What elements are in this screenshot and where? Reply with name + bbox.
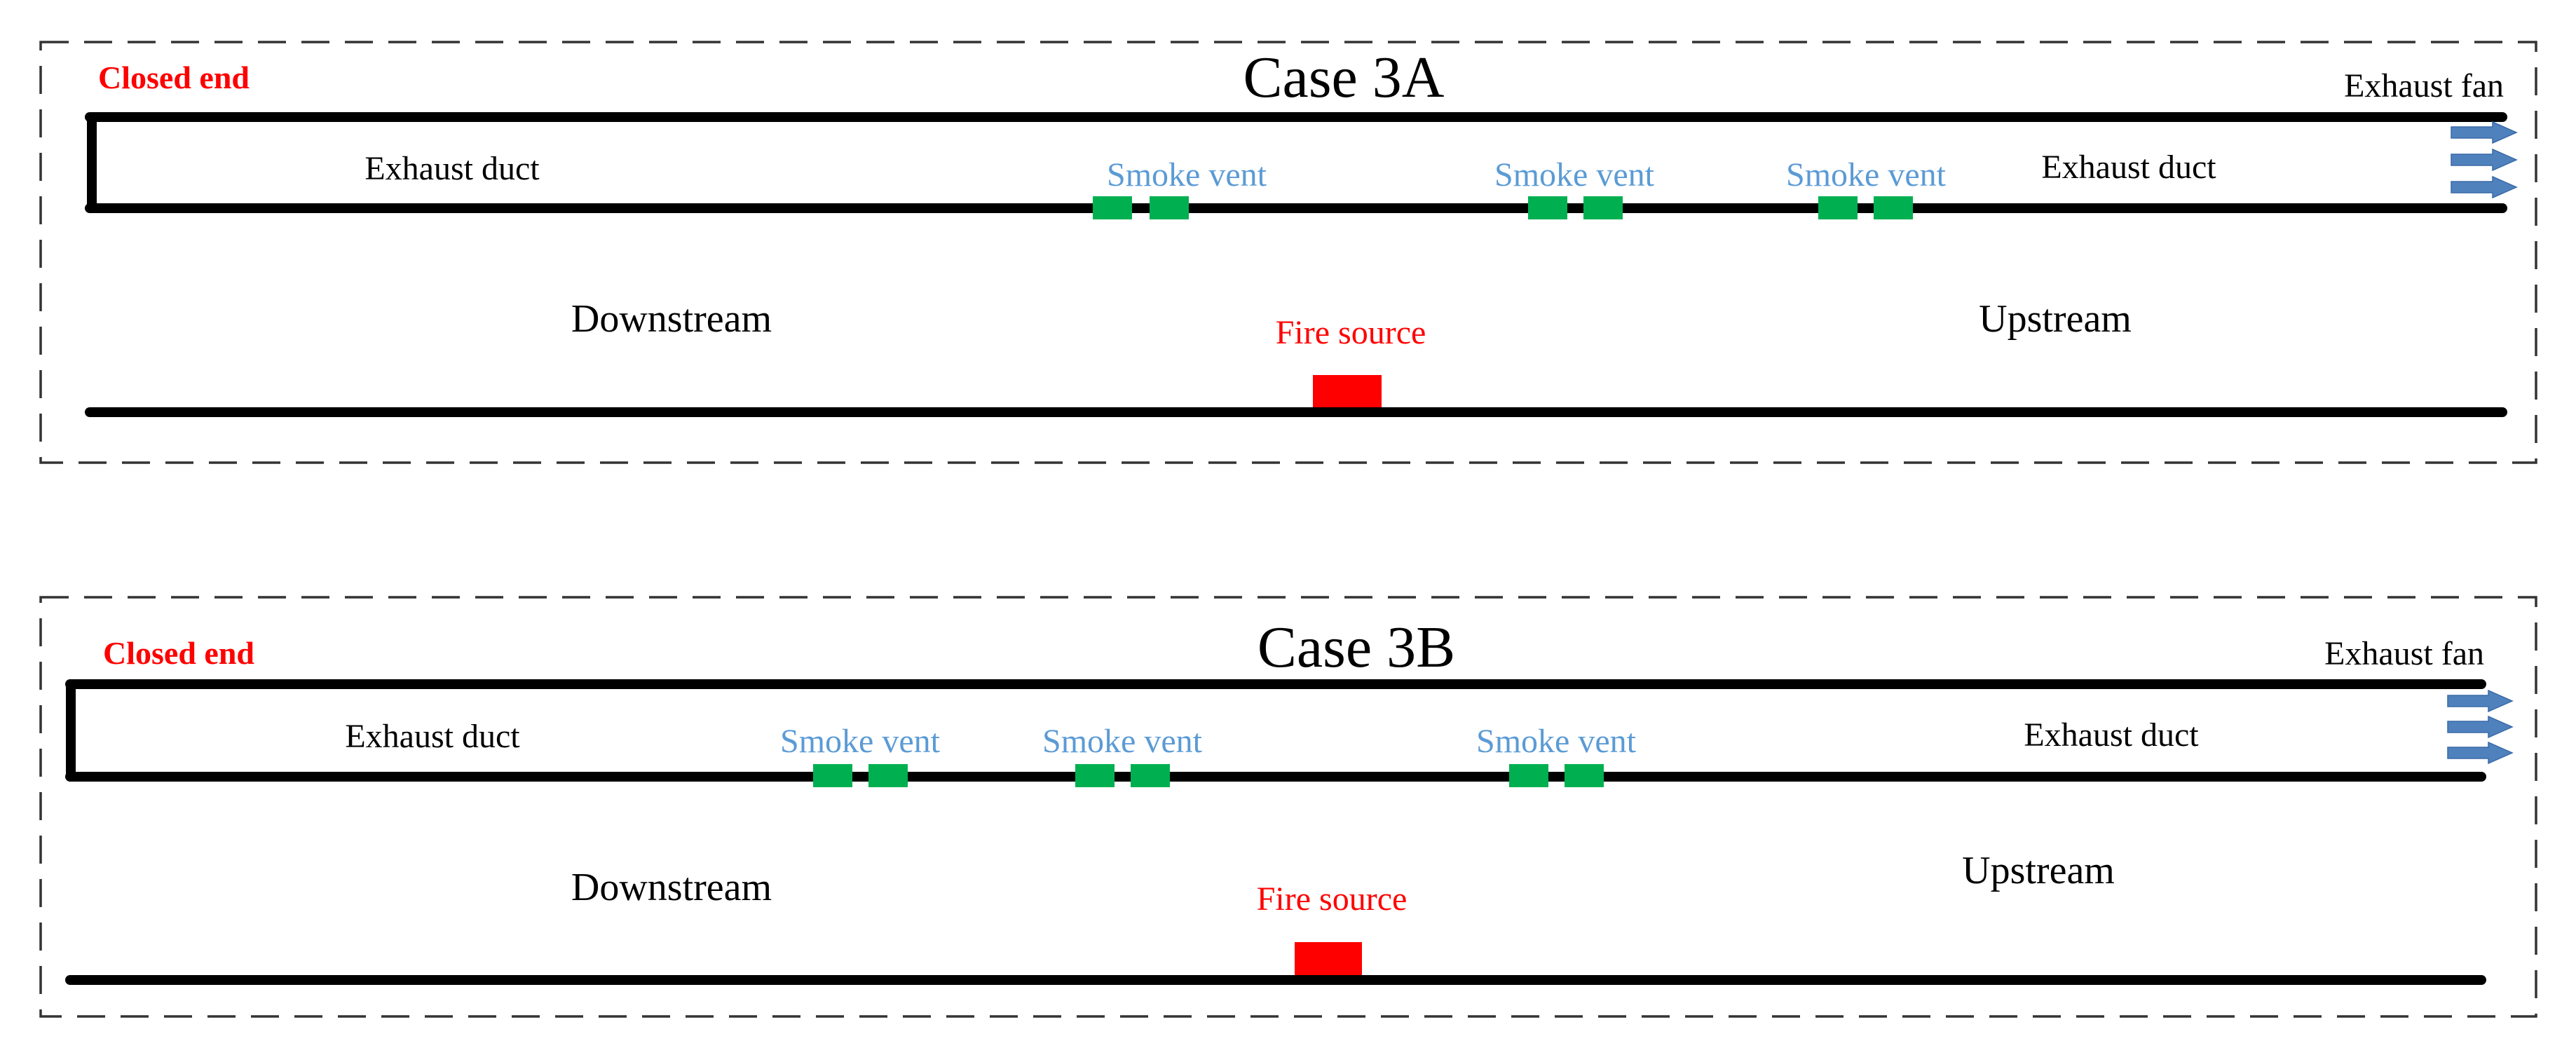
smoke-vent-label: Smoke vent [1476, 723, 1637, 760]
case-3a-exhaust-duct-right-label: Exhaust duct [2041, 149, 2216, 186]
case-3b-downstream-label: Downstream [571, 866, 772, 909]
case-3a-fan-arrows-icon [2451, 121, 2518, 199]
case-3b-exhaust-fan-label: Exhaust fan [2324, 635, 2484, 672]
case-3b-exhaust-duct-right-label: Exhaust duct [2024, 716, 2199, 754]
case-3a-fire-source-label: Fire source [1276, 314, 1426, 351]
smoke-vent-opening [1150, 196, 1189, 219]
smoke-vent-label: Smoke vent [1107, 156, 1267, 193]
case-3b-fire-source-label: Fire source [1257, 880, 1408, 918]
smoke-vent-label: Smoke vent [780, 723, 941, 760]
smoke-vent-opening [1509, 764, 1548, 787]
case-3a-smoke-vent-3: Smoke vent [1786, 156, 1947, 219]
case-3b-upstream-label: Upstream [1962, 849, 2115, 892]
case-3b-exhaust-duct-left-label: Exhaust duct [345, 718, 520, 755]
case-3a-downstream-label: Downstream [571, 297, 772, 341]
case-3a-frame [39, 41, 2537, 464]
case-3a-panel: Case 3A Closed end Exhaust fan Exhaust d… [39, 41, 2537, 464]
smoke-vent-opening [1565, 764, 1604, 787]
smoke-vent-opening [1075, 764, 1115, 787]
smoke-vent-label: Smoke vent [1786, 156, 1947, 193]
case-3a-upstream-label: Upstream [1979, 297, 2132, 341]
case-3a-smoke-vent-2: Smoke vent [1494, 156, 1655, 219]
case-3b-smoke-vent-3: Smoke vent [1476, 723, 1637, 787]
case-3a-exhaust-duct-left-label: Exhaust duct [364, 150, 540, 187]
case-3a-closed-end-label: Closed end [98, 60, 250, 95]
smoke-vent-label: Smoke vent [1494, 156, 1655, 193]
smoke-vent-opening [1818, 196, 1858, 219]
smoke-vent-opening [1093, 196, 1132, 219]
smoke-vent-opening [1583, 196, 1623, 219]
case-3a-exhaust-fan-label: Exhaust fan [2344, 67, 2504, 104]
smoke-vent-opening [1131, 764, 1170, 787]
smoke-vent-label: Smoke vent [1042, 723, 1203, 760]
case-3a-fire-source [1313, 375, 1382, 410]
smoke-vent-opening [1528, 196, 1567, 219]
case-3b-smoke-vent-2: Smoke vent [1042, 723, 1203, 787]
case-3a-title: Case 3A [1243, 45, 1445, 110]
smoke-vent-opening [813, 764, 852, 787]
case-3a-smoke-vent-1: Smoke vent [1093, 156, 1267, 219]
case-3b-fire-source [1295, 942, 1362, 977]
case-3b-title: Case 3B [1258, 615, 1455, 680]
case-3b-fan-arrows-icon [2447, 689, 2514, 765]
case-3b-panel: Case 3B Closed end Exhaust fan Exhaust d… [39, 596, 2537, 1018]
case-3b-frame [39, 596, 2537, 1018]
case-3b-closed-end-label: Closed end [103, 635, 254, 671]
smoke-vent-opening [868, 764, 908, 787]
smoke-vent-opening [1874, 196, 1913, 219]
case-3b-smoke-vent-1: Smoke vent [780, 723, 941, 787]
